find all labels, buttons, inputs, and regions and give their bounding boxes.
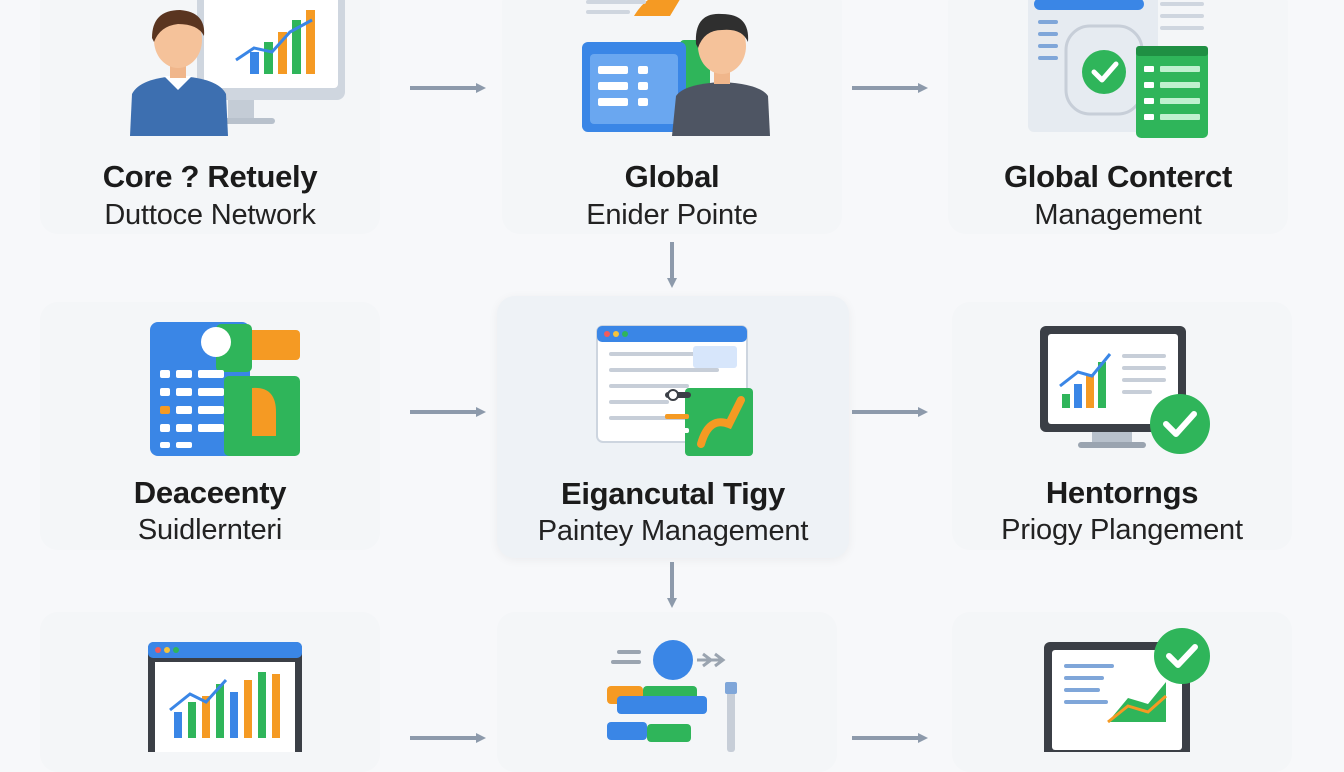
node-eigancutal: Eigancutal Tigy Paintey Management — [497, 296, 849, 558]
node-global-content: Global Conterct Management — [948, 0, 1288, 234]
node-title: Eigancutal Tigy — [560, 476, 786, 511]
person-at-chart-monitor-icon — [130, 0, 345, 136]
blocks-flow-icon — [607, 640, 737, 752]
node-title: Hentorngs — [1045, 475, 1199, 510]
monitor-chart-checkmark-icon — [1040, 326, 1210, 454]
node-global-endpoint: Global Enider Pointe — [502, 0, 842, 234]
node-title: Global Conterct — [1003, 159, 1232, 194]
dashboard-cards-icon — [150, 322, 300, 456]
node-deaceenty: Deaceenty Suidlernteri — [40, 302, 380, 550]
browser-bar-chart-icon — [148, 642, 302, 752]
node-subtitle: Suidlernteri — [137, 514, 283, 546]
node-row3-left — [40, 612, 380, 772]
node-row3-right — [952, 612, 1292, 772]
node-core-network: Core ? Retuely Duttoce Network — [40, 0, 380, 234]
browser-with-data-panel-icon — [596, 325, 753, 456]
person-with-browser-window-icon — [582, 0, 770, 136]
node-subtitle: Duttoce Network — [104, 199, 316, 231]
node-title: Core ? Retuely — [102, 159, 318, 194]
node-row3-center — [497, 612, 837, 772]
node-title: Global — [624, 159, 720, 194]
node-title: Deaceenty — [133, 475, 287, 510]
document-checklist-icon — [1028, 0, 1208, 138]
node-subtitle: Paintey Management — [537, 515, 809, 547]
node-hentorngs: Hentorngs Priogy Plangement — [952, 302, 1292, 550]
monitor-area-chart-checkmark-icon — [1044, 628, 1210, 752]
node-subtitle: Priogy Plangement — [1001, 514, 1243, 546]
node-subtitle: Enider Pointe — [586, 199, 758, 231]
node-subtitle: Management — [1034, 199, 1202, 231]
